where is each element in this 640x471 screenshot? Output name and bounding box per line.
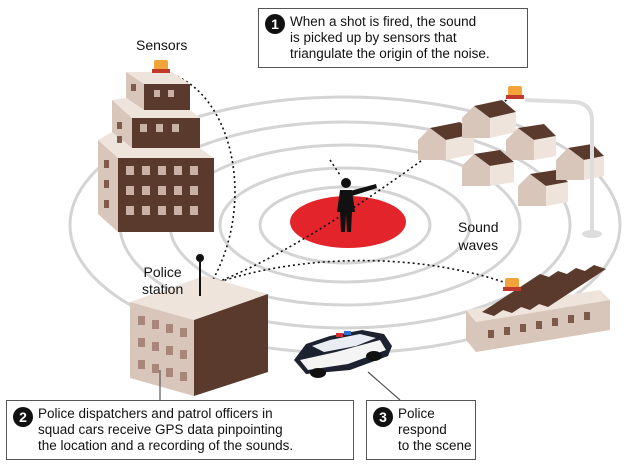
house [506,124,556,160]
callout-step-2: 2 Police dispatchers and patrol officers… [6,400,354,460]
sensor-light-icon [506,86,524,99]
step-number-badge: 3 [373,407,393,427]
sensor-light-icon [503,278,521,291]
sensor-building [98,72,214,232]
callout-step-1: 1 When a shot is fired, the sound is pic… [258,8,528,68]
house [462,150,514,186]
house [462,100,516,138]
callout-text: Police respond to the scene [398,406,472,453]
callout-step-3: 3 Police respond to the scene [366,400,476,460]
sound-waves-label: Sound waves [458,219,499,253]
street-light [524,98,602,238]
police-station-label: Police station [142,264,184,297]
step-number-badge: 1 [265,14,285,34]
sensors-label: Sensors [136,37,188,53]
sensor-light-icon [152,60,170,73]
step-number-badge: 2 [13,407,33,427]
police-car-icon [294,330,392,378]
shooter-figure [337,178,377,232]
houses [418,100,604,206]
factory-building [466,265,610,352]
callout-leaders [159,370,401,401]
police-station-building [130,254,268,396]
house [556,144,604,180]
callout-text: Police dispatchers and patrol officers i… [38,406,294,453]
callout-text: When a shot is fired, the sound is picke… [290,14,490,61]
